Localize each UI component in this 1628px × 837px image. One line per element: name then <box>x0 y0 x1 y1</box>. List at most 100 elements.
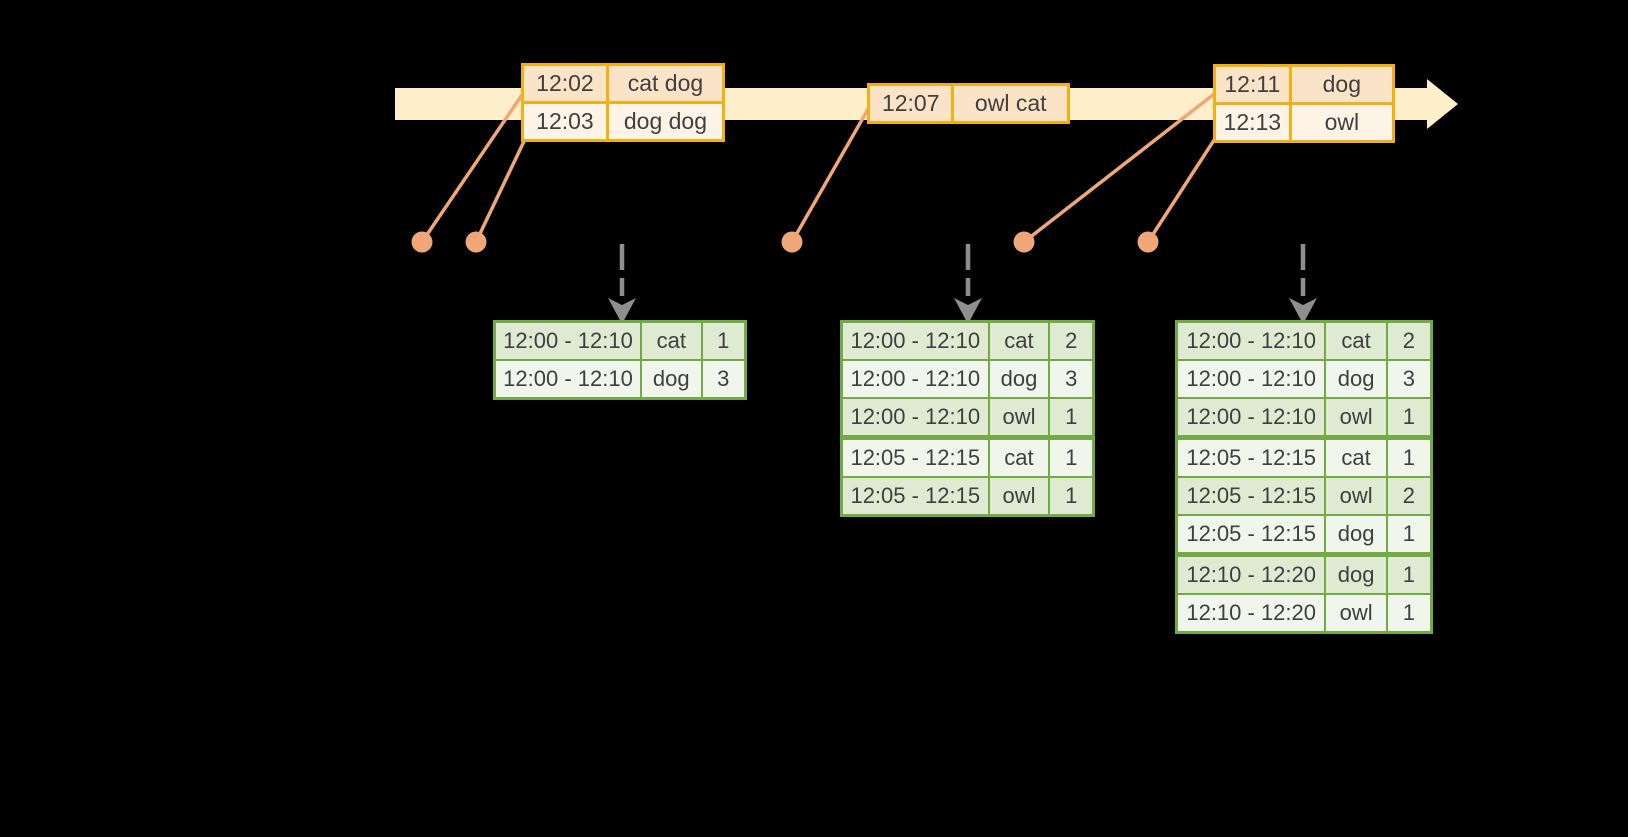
result-row: 12:00 - 12:10 cat 2 <box>1175 320 1433 361</box>
count-cell: 1 <box>1385 435 1433 478</box>
count-cell: 1 <box>1385 514 1433 556</box>
word-cell: dog <box>1324 514 1388 556</box>
word-cell: cat <box>640 320 703 361</box>
result-row: 12:00 - 12:10 dog 3 <box>1175 359 1433 399</box>
window-cell: 12:00 - 12:10 <box>840 397 990 439</box>
result-table-2-grid: 12:00 - 12:10 cat 2 12:00 - 12:10 dog 3 … <box>840 320 1095 517</box>
trigger-arrowhead-icon <box>1289 298 1317 324</box>
event-table-2-grid: 12:07 owl cat <box>866 83 1070 124</box>
result-table-1: 12:00 - 12:10 cat 1 12:00 - 12:10 dog 3 <box>493 320 747 400</box>
window-cell: 12:00 - 12:10 <box>493 320 642 361</box>
event-time-cell: 12:11 <box>1213 64 1292 105</box>
count-cell: 1 <box>1048 476 1095 517</box>
result-row: 12:05 - 12:15 cat 1 <box>1175 435 1433 478</box>
word-cell: cat <box>1324 435 1388 478</box>
timeline-arrowhead <box>1427 79 1458 129</box>
result-row: 12:05 - 12:15 owl 2 <box>1175 476 1433 516</box>
event-time-cell: 12:03 <box>521 101 609 142</box>
event-time-cell: 12:07 <box>866 83 955 124</box>
count-cell: 1 <box>1048 435 1095 478</box>
result-row: 12:10 - 12:20 owl 1 <box>1175 593 1433 634</box>
event-time-cell: 12:02 <box>521 63 609 104</box>
window-cell: 12:00 - 12:10 <box>840 359 990 399</box>
result-table-3-grid: 12:00 - 12:10 cat 2 12:00 - 12:10 dog 3 … <box>1175 320 1433 634</box>
event-connector-line <box>474 132 530 243</box>
event-dot <box>1013 231 1035 253</box>
word-cell: owl <box>987 397 1051 439</box>
window-cell: 12:05 - 12:15 <box>1175 435 1327 478</box>
window-cell: 12:00 - 12:10 <box>1175 320 1327 361</box>
event-table-1: 12:02 cat dog 12:03 dog dog <box>521 63 726 142</box>
count-cell: 1 <box>1385 593 1433 634</box>
event-words-cell: cat dog <box>605 63 726 104</box>
window-cell: 12:10 - 12:20 <box>1175 593 1327 634</box>
trigger-arrowhead-icon <box>608 298 636 324</box>
event-connector-line <box>1022 89 1220 244</box>
count-cell: 3 <box>1048 359 1095 399</box>
event-words-cell: dog <box>1288 64 1396 105</box>
result-table-1-grid: 12:00 - 12:10 cat 1 12:00 - 12:10 dog 3 <box>493 320 747 400</box>
window-cell: 12:05 - 12:15 <box>840 435 990 478</box>
result-row: 12:00 - 12:10 owl 1 <box>840 397 1095 439</box>
event-table-2: 12:07 owl cat <box>866 83 1070 124</box>
event-dot <box>465 231 487 253</box>
event-connector-line <box>1146 133 1220 243</box>
trigger-arrowhead-icon <box>954 298 982 324</box>
window-cell: 12:05 - 12:15 <box>1175 476 1327 516</box>
result-table-2: 12:00 - 12:10 cat 2 12:00 - 12:10 dog 3 … <box>840 320 1095 517</box>
window-cell: 12:00 - 12:10 <box>1175 397 1327 439</box>
word-cell: owl <box>1324 476 1388 516</box>
word-cell: dog <box>640 359 703 400</box>
window-cell: 12:05 - 12:15 <box>1175 514 1327 556</box>
count-cell: 1 <box>1385 397 1433 439</box>
window-cell: 12:00 - 12:10 <box>1175 359 1327 399</box>
event-row: 12:03 dog dog <box>521 101 726 142</box>
result-row: 12:05 - 12:15 owl 1 <box>840 476 1095 517</box>
word-cell: cat <box>987 320 1051 361</box>
window-cell: 12:05 - 12:15 <box>840 476 990 517</box>
event-connector-line <box>420 88 528 243</box>
event-row: 12:11 dog <box>1213 64 1396 105</box>
event-words-cell: owl <box>1288 102 1396 143</box>
word-cell: cat <box>1324 320 1388 361</box>
event-words-cell: owl cat <box>951 83 1070 124</box>
word-cell: owl <box>1324 593 1388 634</box>
count-cell: 1 <box>700 320 747 361</box>
word-cell: cat <box>987 435 1051 478</box>
window-cell: 12:10 - 12:20 <box>1175 552 1327 595</box>
event-table-3-grid: 12:11 dog 12:13 owl <box>1213 64 1396 143</box>
event-time-cell: 12:13 <box>1213 102 1292 143</box>
event-words-cell: dog dog <box>605 101 726 142</box>
window-cell: 12:00 - 12:10 <box>493 359 642 400</box>
word-cell: owl <box>987 476 1051 517</box>
event-row: 12:07 owl cat <box>866 83 1070 124</box>
word-cell: dog <box>1324 359 1388 399</box>
count-cell: 1 <box>1048 397 1095 439</box>
event-table-1-grid: 12:02 cat dog 12:03 dog dog <box>521 63 726 142</box>
count-cell: 3 <box>1385 359 1433 399</box>
result-row: 12:00 - 12:10 dog 3 <box>493 359 747 400</box>
count-cell: 2 <box>1385 320 1433 361</box>
event-connector-line <box>790 103 873 243</box>
count-cell: 1 <box>1385 552 1433 595</box>
event-table-3: 12:11 dog 12:13 owl <box>1213 64 1396 143</box>
word-cell: owl <box>1324 397 1388 439</box>
event-row: 12:02 cat dog <box>521 63 726 104</box>
result-row: 12:00 - 12:10 dog 3 <box>840 359 1095 399</box>
result-row: 12:00 - 12:10 cat 1 <box>493 320 747 361</box>
result-row: 12:00 - 12:10 cat 2 <box>840 320 1095 361</box>
event-dot <box>1137 231 1159 253</box>
count-cell: 2 <box>1048 320 1095 361</box>
result-row: 12:05 - 12:15 cat 1 <box>840 435 1095 478</box>
window-cell: 12:00 - 12:10 <box>840 320 990 361</box>
event-row: 12:13 owl <box>1213 102 1396 143</box>
word-cell: dog <box>987 359 1051 399</box>
result-row: 12:05 - 12:15 dog 1 <box>1175 514 1433 556</box>
event-dot <box>781 231 803 253</box>
result-row: 12:10 - 12:20 dog 1 <box>1175 552 1433 595</box>
word-cell: dog <box>1324 552 1388 595</box>
count-cell: 2 <box>1385 476 1433 516</box>
result-row: 12:00 - 12:10 owl 1 <box>1175 397 1433 439</box>
event-dot <box>411 231 433 253</box>
